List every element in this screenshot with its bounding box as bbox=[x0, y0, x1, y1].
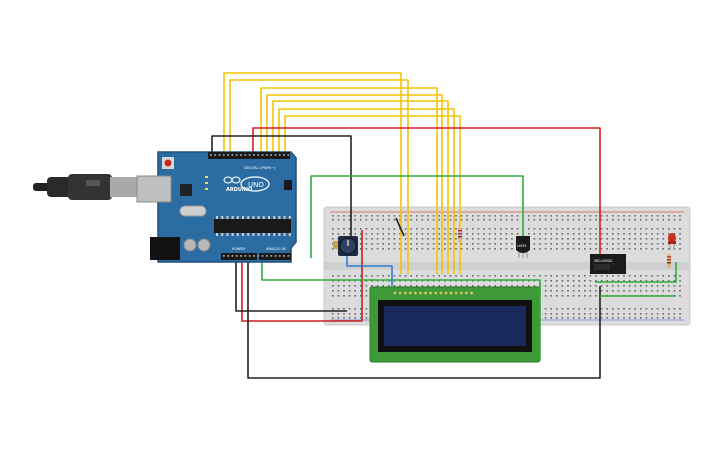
power-header-label: POWER bbox=[232, 247, 246, 251]
wire-yellow-5 bbox=[272, 100, 449, 274]
wire-blue-contrast bbox=[346, 255, 393, 286]
arduino-board bbox=[157, 151, 297, 263]
arduino-uno: DIGITAL (PWM~) ARDUINO UNO POWER ANALOG … bbox=[33, 151, 297, 263]
wire-green-sensor bbox=[310, 175, 524, 258]
wire-green-relay bbox=[595, 262, 677, 283]
led-rx-icon bbox=[205, 188, 208, 190]
relay-label: SRD-05VDC bbox=[594, 259, 614, 263]
usb-cable bbox=[33, 174, 138, 200]
led-tx-icon bbox=[205, 182, 208, 184]
wire-black-top bbox=[211, 135, 352, 250]
wire-yellow-2 bbox=[229, 79, 409, 274]
wire-yellow-4 bbox=[266, 94, 443, 274]
usb-b-port bbox=[136, 175, 172, 203]
lcd-screen bbox=[384, 306, 526, 346]
wire-yellow-7 bbox=[284, 115, 461, 274]
crystal bbox=[179, 205, 207, 217]
wire-black-mid bbox=[235, 258, 347, 312]
header-holes bbox=[210, 154, 290, 257]
reset-button-cap bbox=[164, 159, 172, 167]
lcd-display bbox=[369, 286, 541, 363]
wire-red-top bbox=[252, 127, 601, 255]
wire-red-bottom bbox=[241, 230, 363, 322]
arduino-infinity-logo bbox=[223, 176, 241, 184]
arduino-model-label: UNO bbox=[248, 181, 264, 189]
wire-black-bottom bbox=[247, 258, 601, 379]
lcd-pin-header bbox=[393, 291, 473, 295]
atmega-pins bbox=[216, 216, 291, 236]
digital-header-label: DIGITAL (PWM~) bbox=[244, 165, 276, 170]
wire-black-short bbox=[395, 217, 405, 237]
power-jack bbox=[150, 237, 180, 260]
temperature-sensor: LM35 bbox=[516, 236, 530, 258]
resistor-1 bbox=[458, 228, 462, 242]
wires bbox=[211, 72, 677, 379]
temp-sensor-label: LM35 bbox=[517, 244, 526, 248]
power-header bbox=[221, 253, 257, 260]
breadboard-center-channel bbox=[324, 262, 690, 270]
atmega-chip bbox=[214, 219, 291, 233]
led-l-icon bbox=[205, 176, 208, 178]
analog-header-label: ANALOG IN bbox=[266, 247, 286, 251]
relay: SRD-05VDC bbox=[590, 254, 626, 274]
wire-yellow-6 bbox=[278, 108, 455, 274]
uno-logo: UNO bbox=[240, 176, 270, 192]
wire-yellow-3 bbox=[260, 87, 438, 274]
usb-controller-chip bbox=[180, 184, 192, 196]
resistor-2 bbox=[667, 254, 671, 268]
capacitor-2 bbox=[197, 238, 211, 252]
capacitor-1 bbox=[183, 238, 197, 252]
potentiometer[interactable] bbox=[333, 236, 358, 256]
arduino-brand-label: ARDUINO bbox=[226, 187, 252, 193]
wire-yellow-1 bbox=[223, 72, 402, 274]
icsp-header bbox=[284, 180, 292, 190]
wire-green-analog bbox=[261, 258, 541, 360]
red-led bbox=[668, 233, 676, 250]
